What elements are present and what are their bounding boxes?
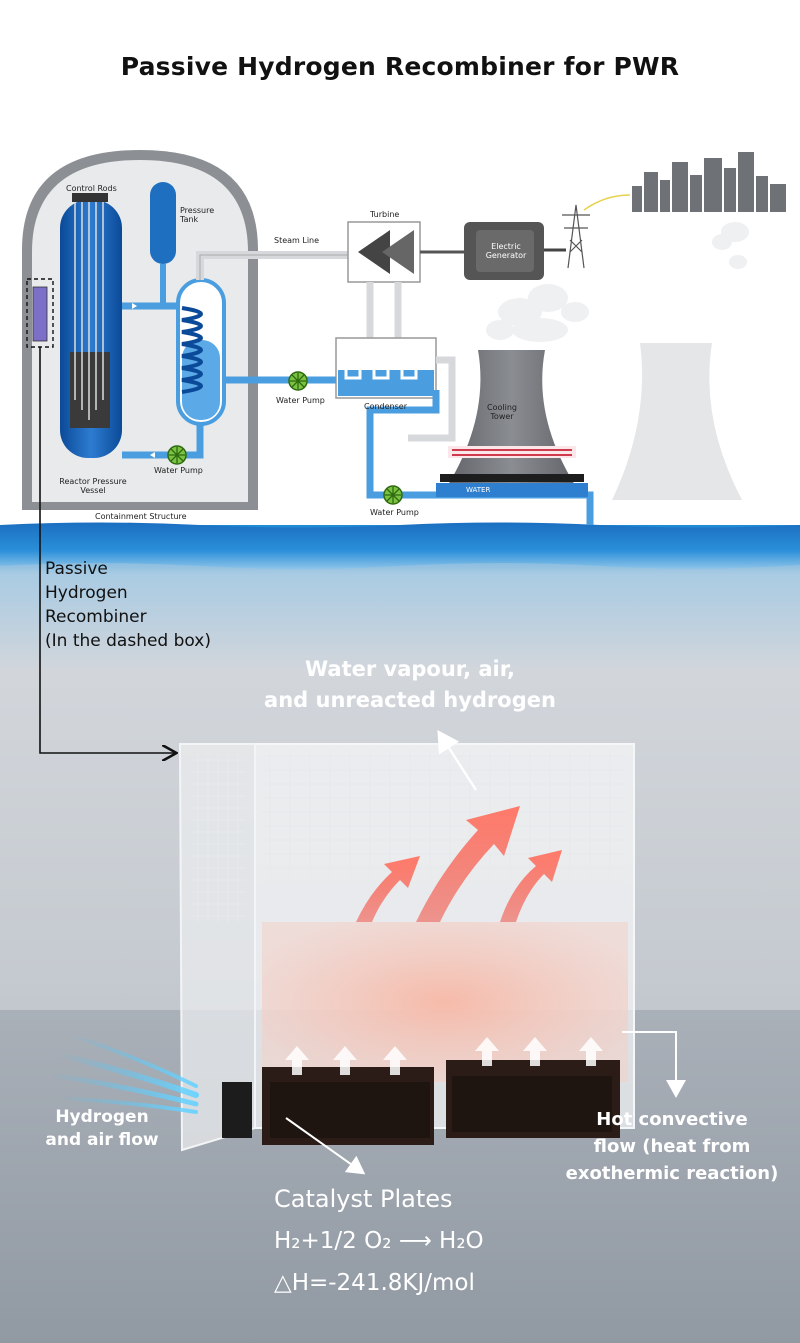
inflow-line: Hydrogen — [55, 1107, 149, 1127]
control-rods — [74, 200, 104, 420]
recombiner-unit — [32, 286, 48, 342]
cooling-tower — [443, 350, 580, 493]
catalyst-pointer-arrow — [285, 1117, 366, 1175]
convective-flow-label: Hot convective flow (heat from exothermi… — [552, 1106, 792, 1187]
cooling-tower-basin — [436, 483, 588, 497]
control-rod-drive — [72, 193, 108, 202]
sea — [0, 522, 800, 569]
turbine-blade-2 — [382, 230, 414, 274]
page-title: Passive Hydrogen Recombiner for PWR — [120, 52, 680, 81]
recombiner-callout: Passive Hydrogen Recombiner (In the dash… — [45, 557, 211, 653]
turbine-blade-1 — [358, 230, 390, 274]
city-skyline — [632, 152, 786, 212]
label-pressure-tank: Pressure Tank — [180, 206, 215, 224]
steam-clouds — [486, 222, 749, 342]
label-condenser: Condenser — [364, 402, 407, 411]
outflow-line: Water vapour, air, — [305, 657, 515, 681]
catalyst-plates — [222, 1060, 620, 1145]
reaction-enthalpy: △H=-241.8KJ/mol — [274, 1270, 475, 1296]
label-steam-line: Steam Line — [274, 236, 320, 245]
steam-generator-coil — [181, 306, 203, 394]
condenser-coils — [344, 350, 418, 380]
outflow-line: and unreacted hydrogen — [264, 688, 556, 712]
label-water-pump-feedwater: Water Pump — [276, 396, 325, 405]
callout-line: Recombiner — [45, 607, 147, 627]
water-pump-icon — [167, 445, 187, 465]
water-pump-icon — [288, 371, 308, 391]
recombiner-enclosure — [178, 743, 635, 1152]
pressure-tank — [150, 182, 176, 264]
heated-air-region — [262, 922, 628, 1082]
label-turbine: Turbine — [370, 210, 400, 219]
convective-line: exothermic reaction) — [565, 1163, 779, 1184]
label-water-pump-cooling: Water Pump — [370, 508, 419, 517]
turbine-exhaust-pipes — [366, 282, 402, 338]
convective-line: flow (heat from — [593, 1136, 751, 1157]
label-containment: Containment Structure — [95, 512, 187, 521]
callout-line: (In the dashed box) — [45, 631, 211, 651]
label-water-pump-primary: Water Pump — [154, 466, 203, 475]
convective-arrows — [285, 1037, 603, 1075]
callout-line: Hydrogen — [45, 583, 128, 603]
water-pump-icon — [383, 485, 403, 505]
convective-pointer-arrow — [622, 1031, 686, 1098]
inflow-label: Hydrogen and air flow — [32, 1106, 172, 1152]
convective-line: Hot convective — [596, 1109, 748, 1130]
callout-line: Passive — [45, 559, 108, 579]
primary-loop — [122, 302, 204, 459]
reaction-equation: H₂+1/2 O₂ ⟶ H₂O — [274, 1228, 484, 1254]
label-water: WATER — [466, 486, 491, 494]
flow-chevrons — [132, 303, 155, 458]
cooling-loop — [366, 390, 594, 525]
label-control-rods: Control Rods — [66, 184, 117, 193]
reactor-core — [70, 352, 110, 428]
label-cooling-tower: Cooling Tower — [487, 403, 517, 421]
inflow-streaks — [47, 1033, 199, 1114]
label-reactor-vessel: Reactor Pressure Vessel — [59, 477, 127, 495]
callout-leader-line — [39, 347, 175, 753]
hot-gas-arrows — [356, 806, 562, 922]
label-electric-generator: Electric Generator — [485, 242, 527, 260]
power-pylon — [562, 194, 631, 269]
outflow-label: Water vapour, air, and unreacted hydroge… — [210, 654, 610, 716]
catalyst-plates-label: Catalyst Plates — [274, 1185, 453, 1213]
cooling-tower-fill — [448, 446, 576, 458]
inflow-line: and air flow — [45, 1130, 159, 1150]
outflow-arrow — [437, 729, 478, 791]
cooling-tower-spray — [452, 449, 572, 456]
background-cooling-tower — [612, 343, 742, 500]
